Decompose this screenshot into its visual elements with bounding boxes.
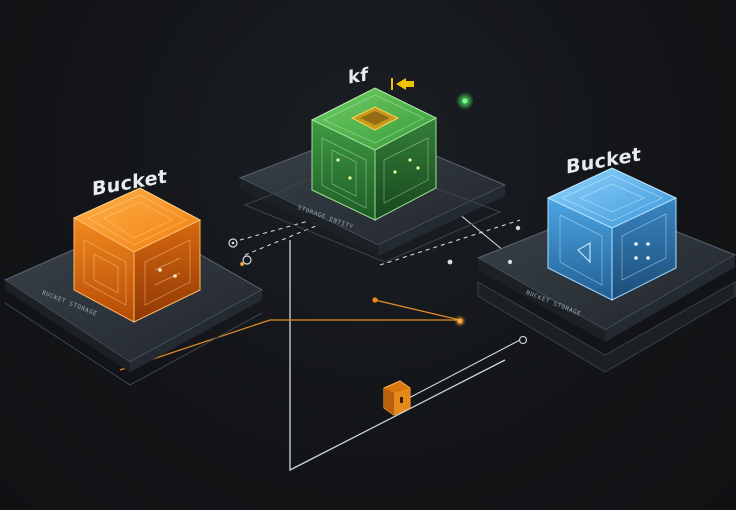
node-dot-icon-left-2: [239, 255, 252, 267]
node-dot-icon-2: [507, 259, 513, 265]
connector-dashed-right: [379, 219, 521, 266]
connector-lock-to-right: [404, 339, 521, 401]
node-dot-icon-left: [228, 238, 238, 248]
node-dot-icon-3: [515, 225, 521, 231]
lock-icon[interactable]: [383, 380, 411, 416]
cube-orange[interactable]: [72, 187, 202, 323]
node-dot-orange: [372, 297, 378, 303]
node-ring-icon: [518, 335, 528, 345]
node-dot-orange-2: [457, 318, 463, 324]
connector-center-to-right: [289, 240, 506, 472]
cube-label-center: kf: [348, 64, 369, 89]
cube-blue[interactable]: [546, 167, 678, 301]
cube-green[interactable]: [310, 87, 438, 221]
arrow-left-icon: [391, 78, 414, 90]
connector-orange-branch: [374, 299, 461, 321]
connector-orange-lower: [119, 319, 460, 371]
glow-dot-core: [462, 98, 468, 104]
node-dot-icon: [447, 259, 453, 265]
